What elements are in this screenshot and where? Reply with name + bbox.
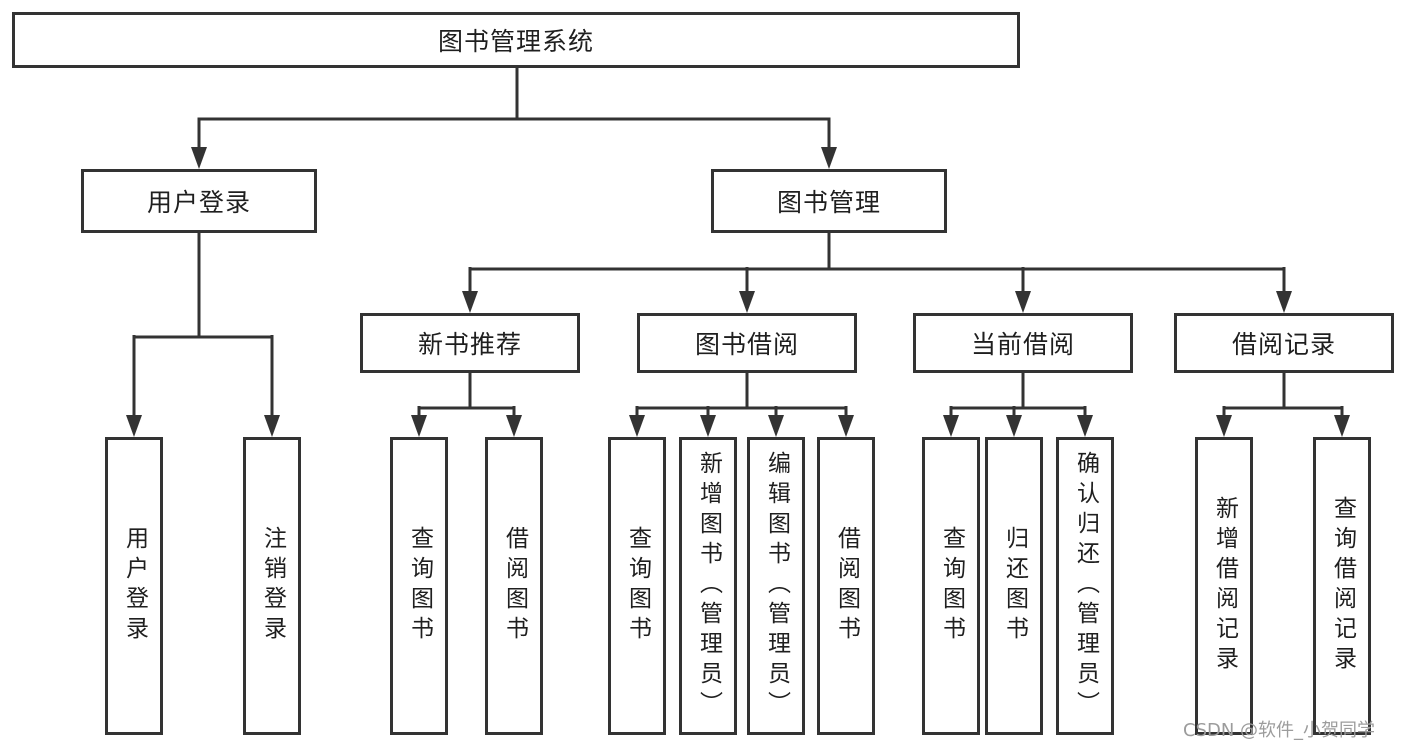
connector-user-login-children xyxy=(126,233,280,437)
node-borrow-record: 借阅记录 xyxy=(1174,313,1394,373)
leaf-query-books-borrow: 查询图书 xyxy=(608,437,666,735)
connector-book-mgmt-to-level3 xyxy=(462,232,1292,313)
leaf-query-books-current: 查询图书 xyxy=(922,437,980,735)
node-borrow-record-label: 借阅记录 xyxy=(1231,330,1336,359)
leaf-add-books-admin: 新增图书（管理员） xyxy=(679,437,737,735)
leaf-return-books-label: 归还图书 xyxy=(1001,526,1028,646)
leaf-confirm-return-admin: 确认归还（管理员） xyxy=(1056,437,1114,735)
leaf-add-borrow-record: 新增借阅记录 xyxy=(1195,437,1253,735)
leaf-add-books-admin-label: 新增图书（管理员） xyxy=(695,451,722,721)
leaf-query-books-newbook: 查询图书 xyxy=(390,437,448,735)
node-new-book-recommend-label: 新书推荐 xyxy=(417,330,522,359)
leaf-logout: 注销登录 xyxy=(243,437,301,735)
node-current-borrow-label: 当前借阅 xyxy=(970,330,1075,359)
node-user-login: 用户登录 xyxy=(81,169,317,233)
connector-new-book-children xyxy=(411,373,522,437)
node-root-system: 图书管理系统 xyxy=(12,12,1020,68)
leaf-logout-label: 注销登录 xyxy=(259,526,286,646)
leaf-confirm-return-admin-label: 确认归还（管理员） xyxy=(1072,451,1099,721)
leaf-query-books-current-label: 查询图书 xyxy=(938,526,965,646)
leaf-borrow-books: 借阅图书 xyxy=(817,437,875,735)
connector-current-borrow-children xyxy=(943,373,1093,437)
connector-root-to-level2 xyxy=(191,68,837,169)
leaf-borrow-books-newbook-label: 借阅图书 xyxy=(501,526,528,646)
leaf-query-borrow-record: 查询借阅记录 xyxy=(1313,437,1371,735)
leaf-edit-books-admin: 编辑图书（管理员） xyxy=(747,437,805,735)
node-book-management: 图书管理 xyxy=(711,169,947,233)
leaf-borrow-books-label: 借阅图书 xyxy=(833,526,860,646)
leaf-query-borrow-record-label: 查询借阅记录 xyxy=(1329,496,1356,676)
node-new-book-recommend: 新书推荐 xyxy=(360,313,580,373)
connector-borrow-record-children xyxy=(1216,373,1350,437)
node-book-management-label: 图书管理 xyxy=(776,188,881,217)
node-user-login-label: 用户登录 xyxy=(146,188,251,217)
node-current-borrow: 当前借阅 xyxy=(913,313,1133,373)
leaf-return-books: 归还图书 xyxy=(985,437,1043,735)
node-root-label: 图书管理系统 xyxy=(437,27,594,56)
leaf-user-login-label: 用户登录 xyxy=(121,526,148,646)
connector-book-borrow-children xyxy=(629,373,854,437)
leaf-query-books-borrow-label: 查询图书 xyxy=(624,526,651,646)
node-book-borrow-label: 图书借阅 xyxy=(694,330,799,359)
node-book-borrow: 图书借阅 xyxy=(637,313,857,373)
leaf-query-books-newbook-label: 查询图书 xyxy=(406,526,433,646)
csdn-watermark: CSDN @软件_小贺同学 xyxy=(1183,720,1376,741)
leaf-edit-books-admin-label: 编辑图书（管理员） xyxy=(763,451,790,721)
leaf-borrow-books-newbook: 借阅图书 xyxy=(485,437,543,735)
leaf-user-login: 用户登录 xyxy=(105,437,163,735)
leaf-add-borrow-record-label: 新增借阅记录 xyxy=(1211,496,1238,676)
